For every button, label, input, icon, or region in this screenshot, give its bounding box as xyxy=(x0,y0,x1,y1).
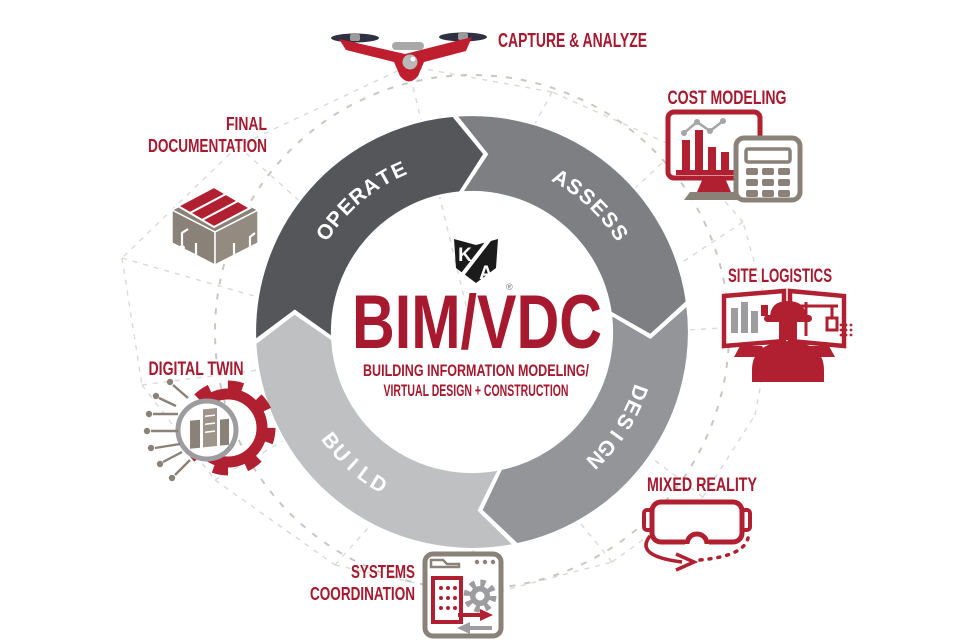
label-final-line1: FINAL xyxy=(226,113,267,134)
ka-logo: K A xyxy=(454,233,498,284)
label-mixed-reality: MIXED REALITY xyxy=(647,474,757,496)
site-logistics-icon xyxy=(721,288,853,382)
mixed-reality-icon xyxy=(642,499,752,572)
label-digital-twin: DIGITAL TWIN xyxy=(149,359,244,380)
circuit-traces xyxy=(151,384,191,476)
circuit-traces xyxy=(180,228,256,261)
label-final-line2: DOCUMENTATION xyxy=(148,135,267,156)
label-systems-line1: SYSTEMS xyxy=(351,561,415,582)
registered-mark: ® xyxy=(506,282,513,292)
svg-text:D: D xyxy=(625,382,652,404)
ring-segment-operate xyxy=(253,114,486,343)
ring-segment-build xyxy=(254,311,517,551)
systems-coordination-icon xyxy=(422,551,504,639)
ring-segment-design xyxy=(480,302,691,546)
diagram-title: BIM/VDC xyxy=(352,280,602,365)
worker-silhouette xyxy=(752,301,824,382)
ring-segment-assess xyxy=(453,113,689,337)
label-site-logistics: SITE LOGISTICS xyxy=(728,266,832,287)
label-cost-modeling: COST MODELING xyxy=(668,88,787,109)
diagram-subtitle-line1: BUILDING INFORMATION MODELING/ xyxy=(363,362,589,380)
label-capture-analyze: CAPTURE & ANALYZE xyxy=(498,30,647,52)
ka-letter-a: A xyxy=(479,263,493,284)
stacked-documents xyxy=(175,185,253,229)
ring-label-design: DESIGN xyxy=(582,382,652,473)
gear-icon xyxy=(463,579,497,613)
digital-twin-icon xyxy=(143,378,276,482)
buildings xyxy=(190,407,229,449)
diagram-subtitle-line2: VIRTUAL DESIGN + CONSTRUCTION xyxy=(384,382,569,400)
label-systems-line2: COORDINATION xyxy=(310,583,415,604)
cost-modeling-icon xyxy=(665,109,803,203)
drone-icon xyxy=(331,32,487,82)
final-documentation-icon xyxy=(170,185,260,267)
ka-letter-k: K xyxy=(458,245,472,266)
ka-slash xyxy=(457,233,495,281)
